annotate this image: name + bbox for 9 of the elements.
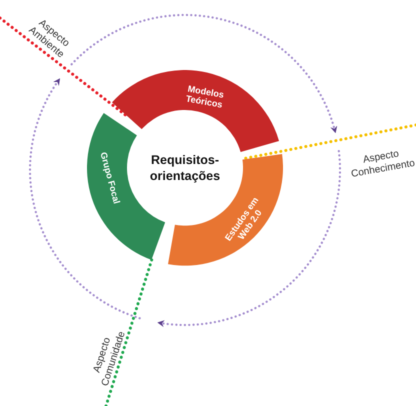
dotted-line — [104, 256, 154, 406]
cycle-arrow — [70, 14, 337, 134]
dotted-line — [0, 16, 130, 118]
segment-label: Modelos Teóricos — [184, 82, 226, 112]
cycle-arrow — [157, 150, 342, 327]
cycle-arrow — [28, 78, 141, 320]
center-title: Requisitos-orientações — [148, 152, 222, 184]
aspect-label: Aspecto Conhecimento — [340, 144, 416, 182]
segment-label: Grupo Focal — [97, 150, 123, 207]
